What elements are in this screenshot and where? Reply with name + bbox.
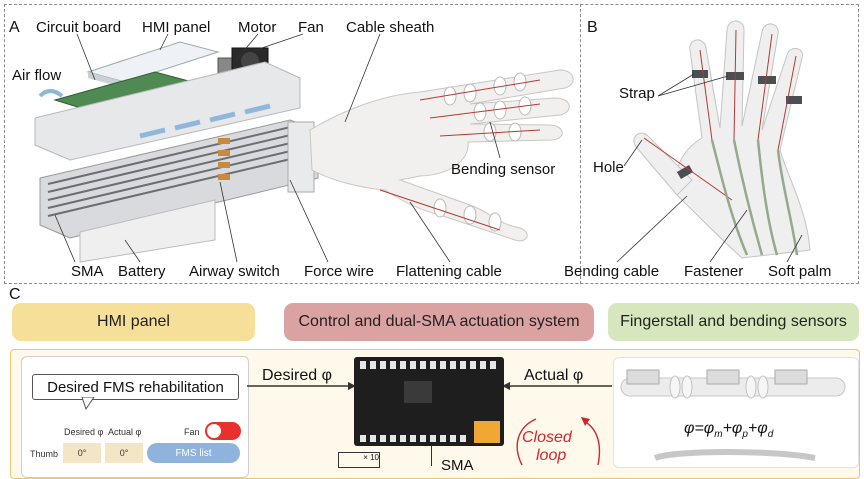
- panel-label-a: A: [9, 19, 20, 36]
- desired-fms-callout: Desired FMS rehabilitation: [32, 374, 239, 400]
- panel-label-b: B: [587, 19, 598, 36]
- board-header-pins: [360, 361, 498, 369]
- label-hmi-panel: HMI panel: [142, 19, 211, 36]
- board-bottom-pins: [360, 435, 470, 442]
- board-chip: [404, 381, 432, 403]
- pill-control-system: Control and dual-SMA actuation system: [284, 303, 594, 341]
- thumb-desired-cell[interactable]: 0°: [63, 443, 101, 463]
- actual-phi-arrow-label: Actual φ: [524, 367, 584, 384]
- label-fan: Fan: [298, 19, 324, 36]
- label-bending-sensor: Bending sensor: [451, 161, 556, 178]
- equation-sub-m: m: [714, 429, 723, 441]
- label-motor: Motor: [238, 19, 277, 36]
- fms-list-button[interactable]: FMS list: [147, 443, 240, 463]
- desired-fms-label: Desired FMS rehabilitation: [47, 378, 224, 396]
- label-strap: Strap: [619, 85, 655, 102]
- equation-plus-d: +φ: [747, 420, 768, 437]
- label-battery: Battery: [118, 263, 166, 280]
- col-actual-phi: Actual φ: [108, 427, 142, 437]
- pill-hmi-panel-label: HMI panel: [97, 313, 170, 330]
- pill-control-system-label: Control and dual-SMA actuation system: [298, 313, 580, 330]
- label-cable-sheath: Cable sheath: [346, 19, 435, 36]
- signal-arrows: [247, 382, 612, 390]
- fms-list-label: FMS list: [175, 447, 212, 459]
- label-hole: Hole: [593, 159, 624, 176]
- panel-label-c: C: [9, 286, 21, 303]
- equation-sub-d: d: [767, 429, 774, 441]
- label-sma: SMA: [71, 263, 104, 280]
- desired-phi-arrow-label: Desired φ: [262, 367, 332, 384]
- equation-plus-p: +φ: [722, 420, 743, 437]
- phi-equation: φ=φm+φp+φd: [684, 420, 773, 440]
- pill-fingerstall: Fingerstall and bending sensors: [608, 303, 859, 341]
- label-flattening-cable: Flattening cable: [396, 263, 502, 280]
- row-thumb-label: Thumb: [30, 449, 59, 459]
- board-connector: [474, 421, 500, 443]
- closed-label: Closed: [522, 429, 572, 446]
- fingerstall-photo: [620, 369, 846, 461]
- equation-sub-p: p: [742, 429, 748, 441]
- label-air-flow: Air flow: [12, 67, 62, 84]
- label-fastener: Fastener: [684, 263, 744, 280]
- label-soft-palm: Soft palm: [768, 263, 832, 280]
- small-scale-text: × 10: [363, 453, 379, 462]
- control-board-photo: [354, 357, 504, 446]
- fan-toggle-switch[interactable]: [205, 422, 241, 440]
- loop-label: loop: [536, 447, 567, 464]
- fan-toggle-label: Fan: [184, 427, 200, 437]
- glove-palm-illustration: [616, 20, 811, 263]
- closed-loop-arrow: [516, 417, 601, 466]
- down-line: [431, 446, 432, 466]
- thumb-actual-cell: 0°: [105, 443, 143, 463]
- pill-hmi-panel: HMI panel: [12, 303, 255, 341]
- col-desired-phi: Desired φ: [64, 427, 104, 437]
- exploded-device-illustration: [34, 33, 574, 263]
- label-airway-switch: Airway switch: [189, 263, 280, 280]
- thumb-actual-value: 0°: [119, 448, 129, 458]
- label-circuit-board: Circuit board: [36, 19, 122, 36]
- thumb-desired-value: 0°: [77, 448, 87, 458]
- label-bending-cable: Bending cable: [564, 263, 660, 280]
- figure-top-frame: [4, 4, 859, 284]
- equation-lhs: φ=φ: [684, 420, 715, 437]
- label-force-wire: Force wire: [304, 263, 375, 280]
- panel-divider: [580, 4, 581, 284]
- callout-pointer: [81, 397, 95, 411]
- pill-fingerstall-label: Fingerstall and bending sensors: [620, 313, 847, 330]
- fan-toggle-knob: [207, 424, 221, 438]
